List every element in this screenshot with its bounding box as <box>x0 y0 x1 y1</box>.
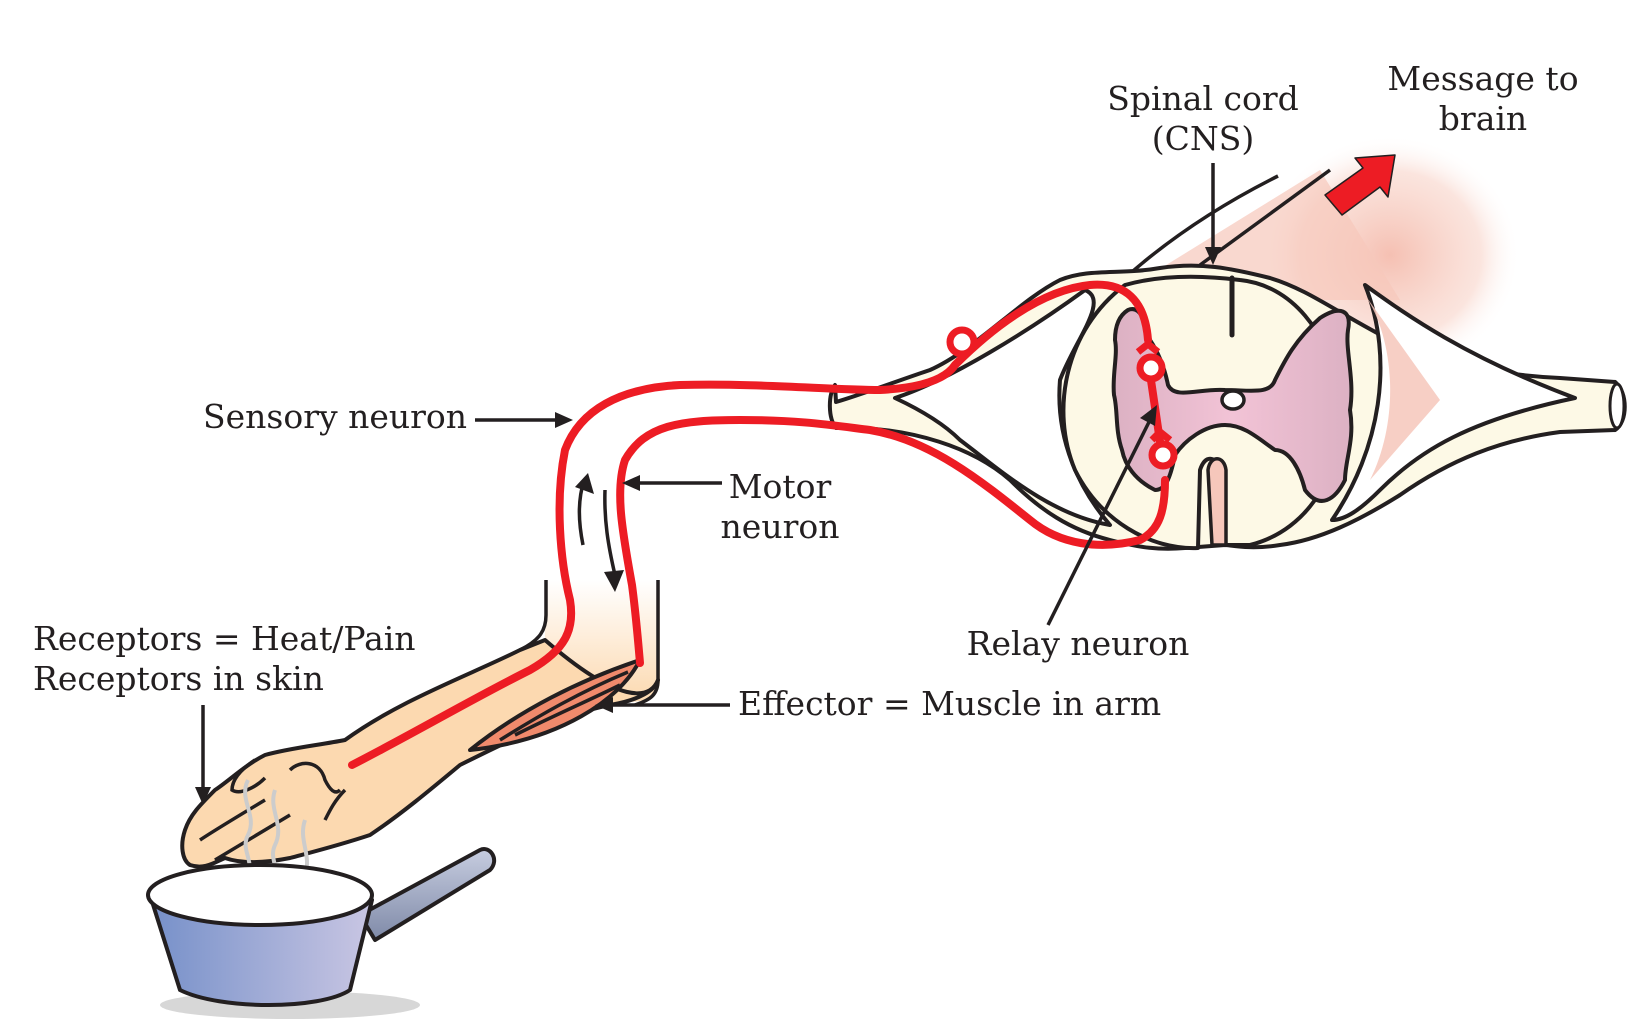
motor-neuron-label-2: neuron <box>721 507 840 546</box>
motor-neuron-label: Motor <box>729 467 832 506</box>
effector-label: Effector = Muscle in arm <box>738 684 1161 723</box>
message-to-brain-arrow-icon <box>1324 154 1396 216</box>
message-to-brain-label: Message to <box>1387 59 1578 98</box>
receptors-label: Receptors = Heat/Pain <box>33 619 416 658</box>
spinal-cord-column-line-right <box>1198 168 1332 267</box>
relay-neuron-label: Relay neuron <box>967 624 1190 663</box>
receptors-label-2: Receptors in skin <box>33 659 324 698</box>
hot-pan <box>146 847 497 1019</box>
impulse-down-arrow-icon <box>603 489 617 576</box>
motor-neuron-path <box>616 416 1169 667</box>
sensory-neuron-path <box>348 280 1152 769</box>
central-canal <box>1220 389 1246 411</box>
spinal-cord-label: Spinal cord <box>1107 79 1299 118</box>
relay-synapses <box>1135 339 1178 470</box>
spinal-cord-cns-label: (CNS) <box>1152 119 1254 158</box>
message-to-brain-label-2: brain <box>1439 99 1527 138</box>
sensory-cell-body-icon <box>946 326 978 358</box>
relay-neuron-leader <box>1046 419 1152 626</box>
sensory-neuron-label: Sensory neuron <box>203 397 467 436</box>
spinal-cord-column-line-left <box>1123 174 1279 280</box>
